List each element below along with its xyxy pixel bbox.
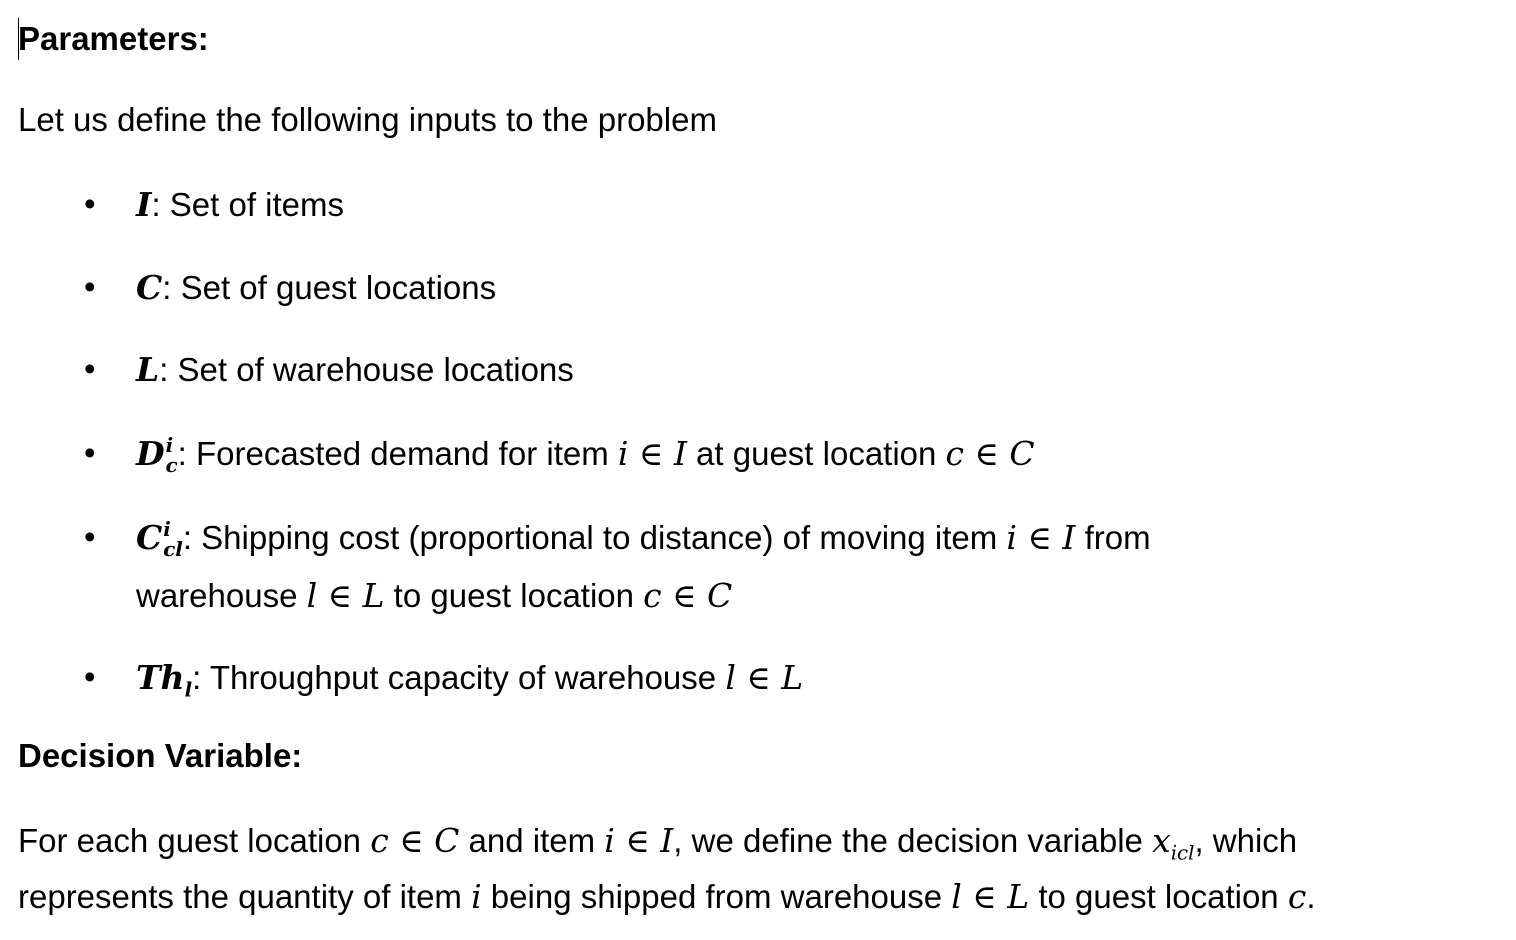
description: : Set of items <box>151 186 345 223</box>
subscript: icl <box>1170 841 1195 865</box>
math: l ∈ L <box>951 877 1030 916</box>
symbol: I <box>136 185 152 224</box>
parameters-heading: Parameters: <box>18 20 209 57</box>
math: i ∈ I <box>617 434 687 473</box>
text: For each guest location <box>18 822 371 859</box>
description: from <box>1075 519 1151 556</box>
description: : Forecasted demand for item <box>177 435 618 472</box>
math: c <box>1287 877 1307 916</box>
description: to guest location <box>384 577 644 614</box>
subscript: l <box>184 677 193 702</box>
math: i ∈ I <box>604 821 674 860</box>
math: l ∈ L <box>306 576 385 615</box>
math: l ∈ L <box>725 658 804 697</box>
superscript: i <box>163 517 171 542</box>
bullet-icon: • <box>84 185 96 222</box>
text-cursor <box>18 18 19 60</box>
text: to guest location <box>1029 878 1288 915</box>
subscript: c <box>165 453 178 478</box>
math: c ∈ C <box>370 821 460 860</box>
symbol: C <box>136 518 163 557</box>
text: represents the quantity of item <box>18 878 472 915</box>
subscript: cl <box>163 537 183 562</box>
decision-heading: Decision Variable: <box>18 737 303 774</box>
symbol: Th <box>136 658 185 697</box>
text: , which <box>1194 822 1298 859</box>
text: , we define the decision variable <box>673 822 1153 859</box>
bullet-icon: • <box>84 268 96 305</box>
description: : Set of guest locations <box>162 269 497 306</box>
description: : Set of warehouse locations <box>159 351 574 388</box>
text: being shipped from warehouse <box>481 878 952 915</box>
description: at guest location <box>686 435 946 472</box>
bullet-icon: • <box>84 350 96 387</box>
bullet-icon: • <box>84 434 96 471</box>
math: c ∈ C <box>945 434 1035 473</box>
description: : Shipping cost (proportional to distanc… <box>182 519 1007 556</box>
math: c ∈ C <box>643 576 733 615</box>
math: i <box>471 877 482 916</box>
decision-paragraph-line1: For each guest location c ∈ C and item i… <box>18 821 1297 865</box>
symbol: D <box>136 434 165 473</box>
math: x <box>1152 821 1171 860</box>
symbol: C <box>136 268 163 307</box>
description: warehouse <box>136 577 307 614</box>
bullet-icon: • <box>84 518 96 555</box>
math: i ∈ I <box>1006 518 1076 557</box>
symbol: L <box>136 350 160 389</box>
text: . <box>1306 878 1316 915</box>
bullet-icon: • <box>84 658 96 695</box>
decision-paragraph-line2: represents the quantity of item i being … <box>18 877 1315 916</box>
intro-text: Let us define the following inputs to th… <box>18 101 717 138</box>
description: : Throughput capacity of warehouse <box>192 659 726 696</box>
text: and item <box>459 822 605 859</box>
superscript: i <box>165 433 174 458</box>
